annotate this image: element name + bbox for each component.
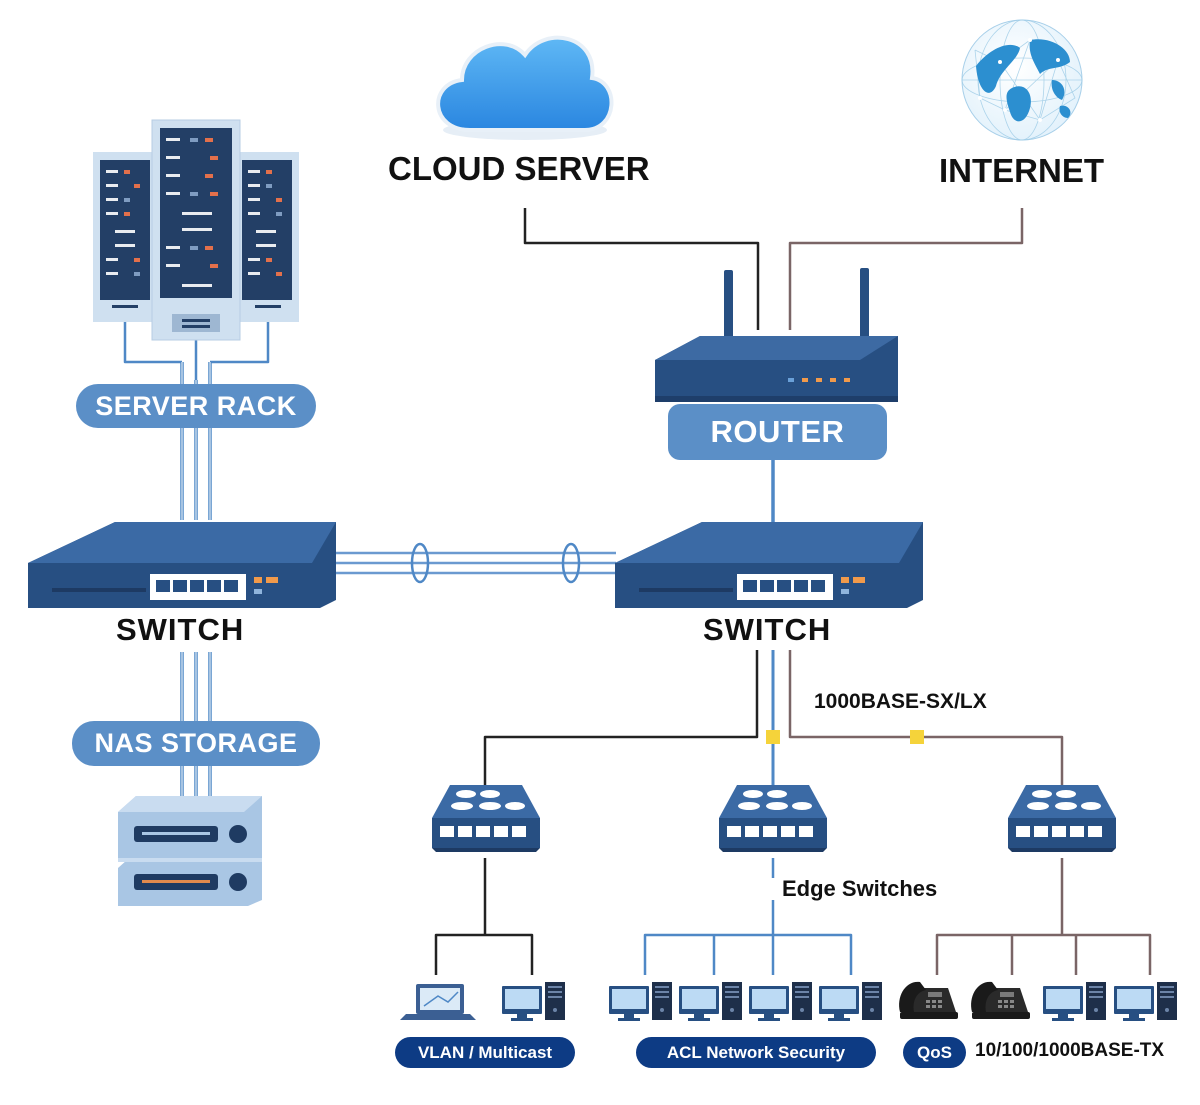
router-label: ROUTER xyxy=(668,404,887,460)
cloud-server-label: CLOUD SERVER xyxy=(388,150,650,187)
server-rack-links xyxy=(123,322,270,380)
copper-type-label: 10/100/1000BASE-TX xyxy=(975,1040,1165,1061)
switch-left-label: SWITCH xyxy=(116,612,245,647)
globe-icon xyxy=(961,19,1083,141)
switch-icon xyxy=(28,522,336,608)
desktop-pc-icon xyxy=(819,982,882,1021)
desktop-pc-icon xyxy=(1114,982,1177,1021)
uplink-edge-right xyxy=(788,650,1064,790)
edge-switch-icon xyxy=(432,785,540,852)
edge-right-drops xyxy=(935,858,1152,975)
trunk-bundle-ring xyxy=(561,542,581,584)
uplink-edge-left xyxy=(483,650,759,790)
server-rack-icon xyxy=(93,119,299,341)
nas-storage-label: NAS STORAGE xyxy=(72,721,320,766)
fiber-marker xyxy=(766,730,780,744)
ip-phone-icon xyxy=(899,981,958,1019)
ip-phone-icon xyxy=(971,981,1030,1019)
nas-storage-icon xyxy=(118,796,262,906)
desktop-pc-icon xyxy=(609,982,672,1021)
acl-badge: ACL Network Security xyxy=(636,1037,876,1068)
fiber-marker xyxy=(910,730,924,744)
edge-switches-label: Edge Switches xyxy=(782,876,938,901)
fiber-type-label: 1000BASE-SX/LX xyxy=(814,690,987,713)
switch-icon xyxy=(615,522,923,608)
qos-badge: QoS xyxy=(903,1037,966,1068)
desktop-pc-icon xyxy=(1043,982,1106,1021)
desktop-pc-icon xyxy=(679,982,742,1021)
inter-switch-trunk xyxy=(336,551,616,575)
desktop-pc-icon xyxy=(502,982,565,1021)
edge-left-drops xyxy=(434,858,534,975)
edge-center-drops xyxy=(643,858,853,975)
internet-router-link xyxy=(788,208,1024,330)
laptop-icon xyxy=(400,984,476,1020)
internet-label: INTERNET xyxy=(939,152,1104,189)
cloud-router-link xyxy=(523,208,760,330)
switch-right-label: SWITCH xyxy=(703,612,832,647)
edge-switch-icon xyxy=(719,785,827,852)
edge-switch-icon xyxy=(1008,785,1116,852)
router-icon xyxy=(655,268,898,402)
desktop-pc-icon xyxy=(749,982,812,1021)
cloud-icon xyxy=(436,35,614,140)
trunk-bundle-ring xyxy=(410,542,430,584)
vlan-badge: VLAN / Multicast xyxy=(395,1037,575,1068)
server-rack-label: SERVER RACK xyxy=(76,384,316,428)
